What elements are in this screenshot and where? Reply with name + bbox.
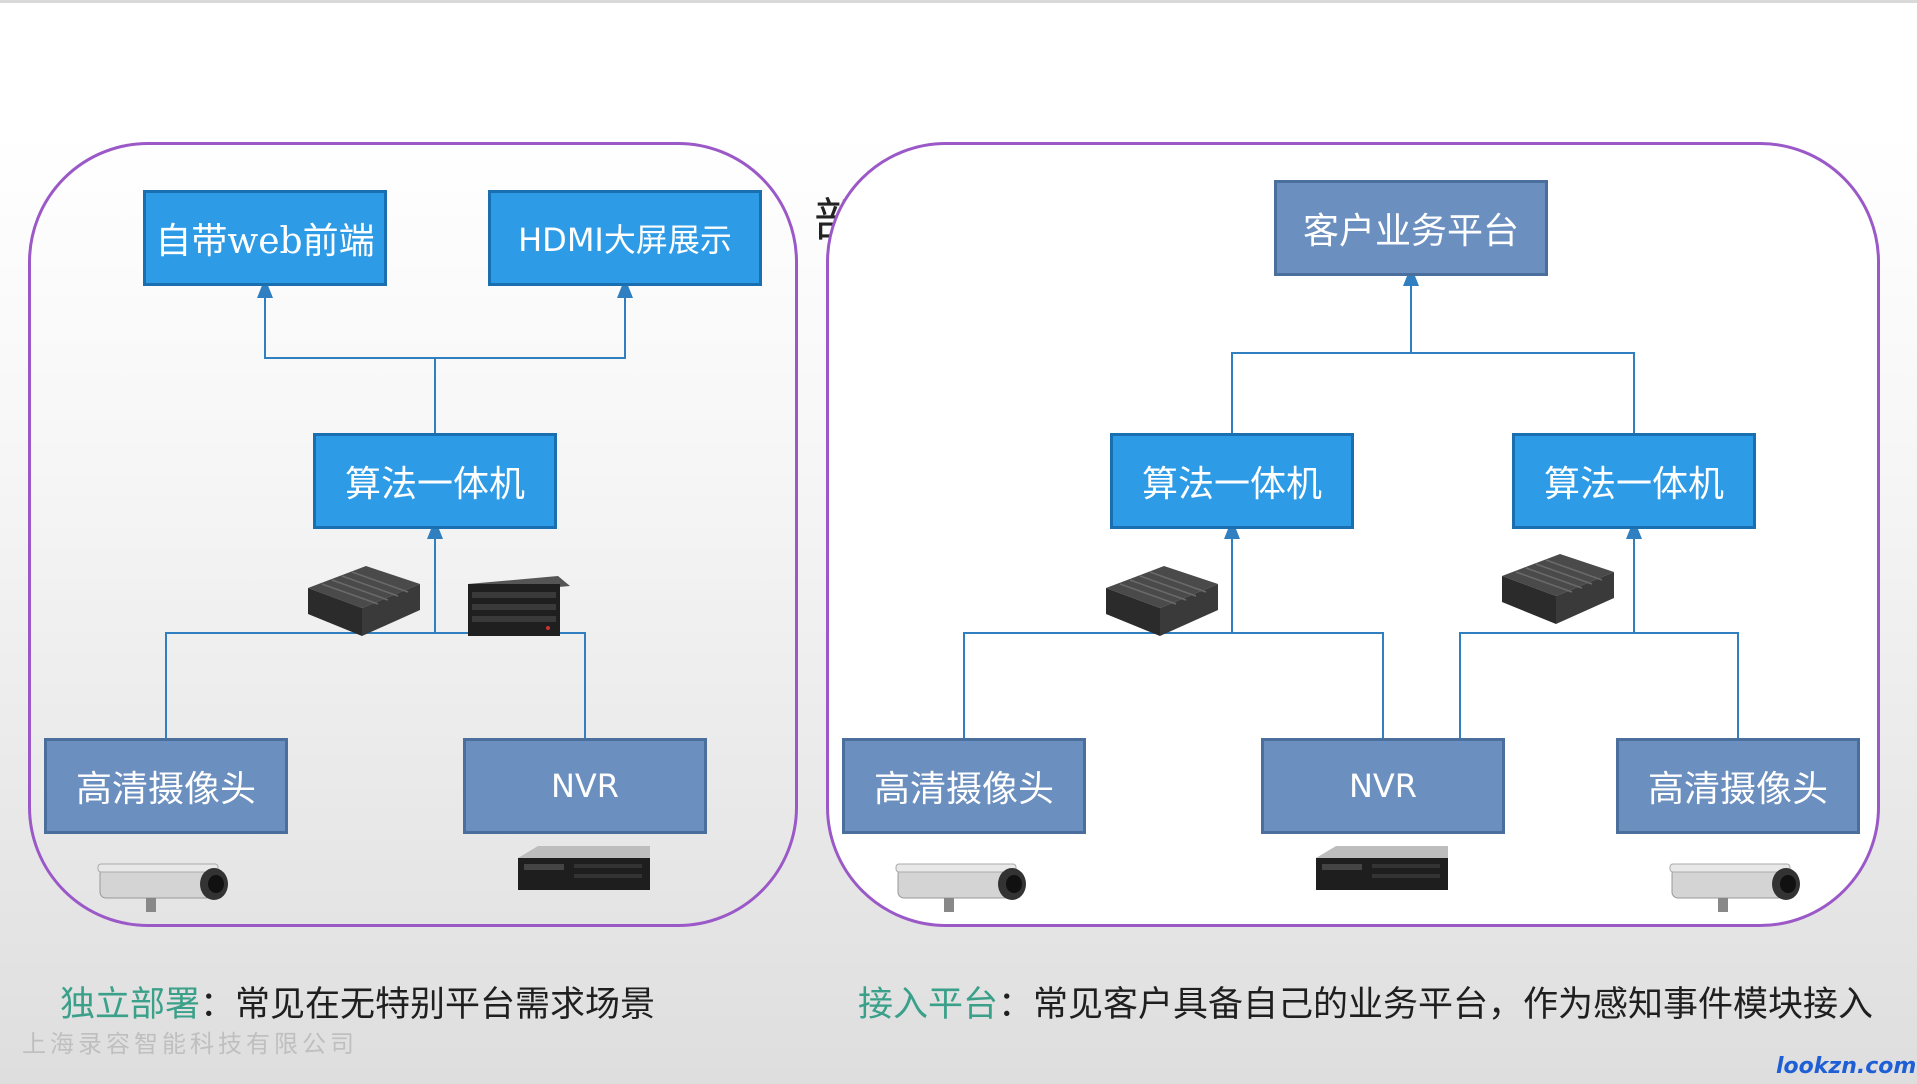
- server-device-icon: [468, 576, 570, 636]
- edge-box-device-icon: [308, 566, 420, 636]
- standalone-panel: [28, 142, 798, 927]
- company-watermark: 上海录容智能科技有限公司: [22, 1030, 358, 1058]
- camera-device-icon-right-1: [895, 863, 1026, 912]
- edge-box-device-icon-right-1: [1106, 566, 1218, 636]
- nvr-box: NVR: [463, 738, 707, 834]
- standalone-caption: 独立部署：常见在无特别平台需求场景: [60, 976, 655, 1027]
- camera-device-icon-right-2: [1669, 863, 1800, 912]
- link-camera-to-algo: [165, 519, 443, 738]
- standalone-caption-title: 独立部署: [60, 985, 201, 1025]
- nvr-device-icon: [518, 846, 650, 890]
- camera-box-2: 高清摄像头: [1616, 738, 1860, 834]
- site-logo[interactable]: lookzn.com: [1776, 1054, 1917, 1079]
- standalone-caption-text: ：常见在无特别平台需求场景: [200, 985, 656, 1025]
- link-camera2-to-algo2: [1634, 632, 1739, 738]
- camera-box-1: 高清摄像头: [842, 738, 1086, 834]
- client-platform-box: 客户业务平台: [1274, 180, 1548, 276]
- link-nvr-to-algo2: [1459, 519, 1642, 738]
- link-algo-to-web: [257, 278, 436, 433]
- platform-caption: 接入平台：常见客户具备自己的业务平台，作为感知事件模块接入: [858, 976, 1873, 1027]
- algorithm-box-1: 算法一体机: [1110, 433, 1354, 529]
- algorithm-box-2: 算法一体机: [1512, 433, 1756, 529]
- link-nvr-to-algo1: [1232, 632, 1384, 738]
- edge-box-device-icon-right-2: [1502, 554, 1614, 624]
- camera-box: 高清摄像头: [44, 738, 288, 834]
- link-algo2-to-platform: [1411, 352, 1635, 433]
- link-algo1-to-platform: [1231, 266, 1419, 433]
- platform-caption-title: 接入平台: [858, 985, 999, 1025]
- camera-device-icon: [97, 863, 228, 912]
- link-algo-to-hdmi: [435, 278, 633, 359]
- nvr-device-icon-right: [1316, 846, 1448, 890]
- top-border: [0, 0, 1917, 3]
- link-camera1-to-algo1: [963, 519, 1240, 738]
- web-frontend-box: 自带web前端: [143, 190, 387, 286]
- nvr-box-right: NVR: [1261, 738, 1505, 834]
- link-nvr-to-algo: [435, 632, 586, 738]
- hdmi-display-box: HDMI大屏展示: [488, 190, 762, 286]
- platform-caption-text: ：常见客户具备自己的业务平台，作为感知事件模块接入: [998, 985, 1874, 1025]
- algorithm-box: 算法一体机: [313, 433, 557, 529]
